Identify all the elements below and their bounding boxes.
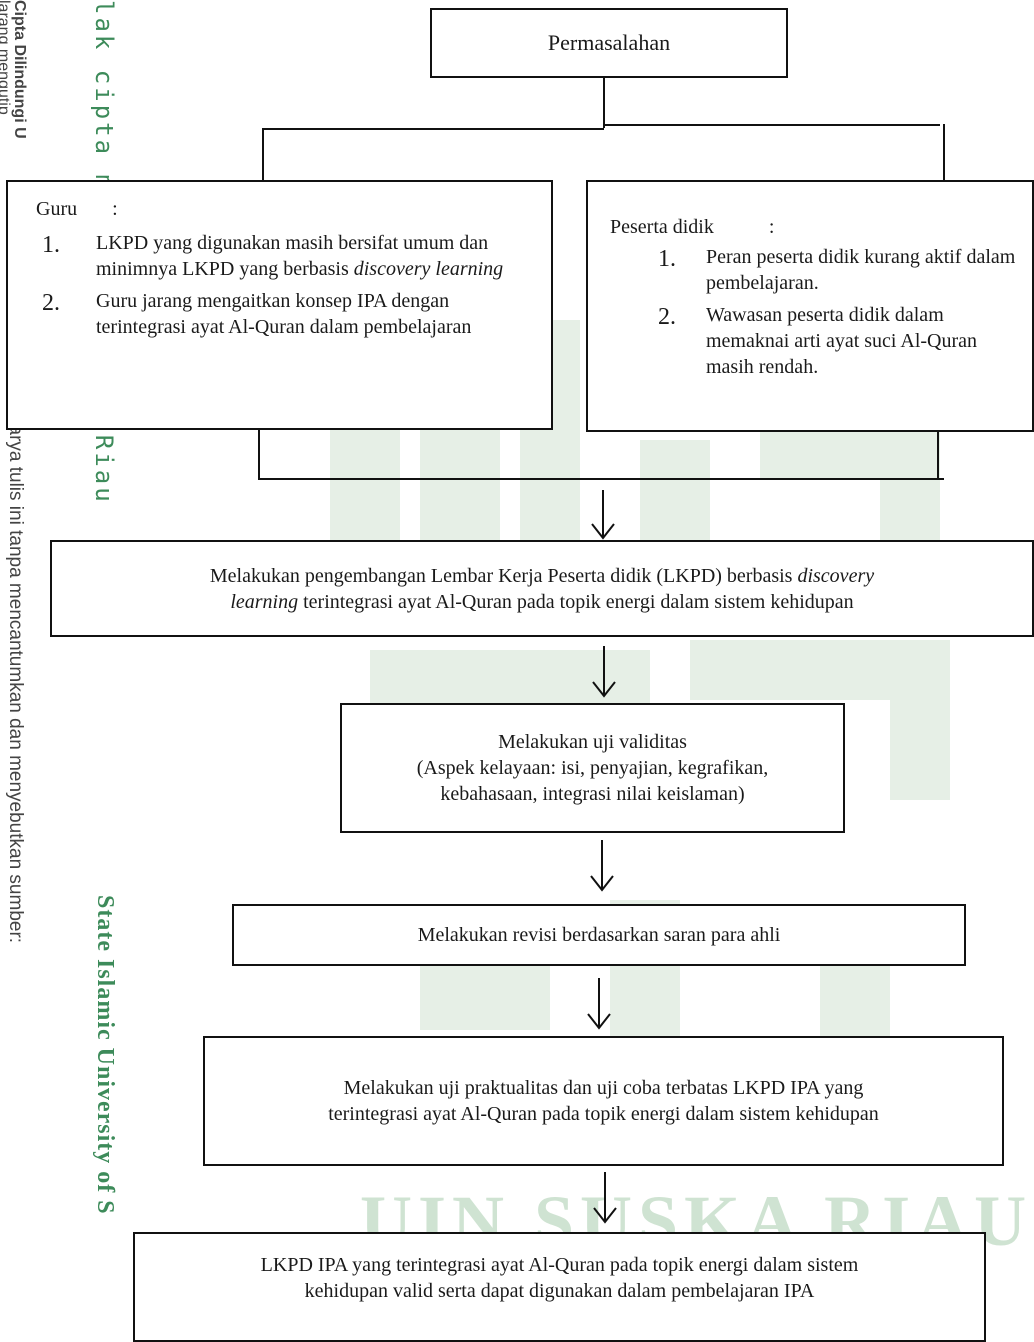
arrow-down-icon xyxy=(590,840,614,892)
peserta-heading: Peserta didik : xyxy=(610,214,1028,240)
step-practicality-box: Melakukan uji praktualitas dan uji coba … xyxy=(203,1036,1004,1166)
arrow-down-icon xyxy=(593,1172,617,1224)
guru-item-text: Guru jarang mengaitkan konsep IPA dengan… xyxy=(96,290,472,338)
side-hak-cipta: lak cipta m xyxy=(90,0,118,192)
side-forbidden-text: larang mengutip xyxy=(0,0,12,115)
arrow-down-icon xyxy=(587,978,611,1030)
guru-item-number: 2. xyxy=(42,290,60,316)
guru-item-1: 1. LKPD yang digunakan masih bersifat um… xyxy=(36,230,535,282)
guru-item-number: 1. xyxy=(42,232,60,258)
step-development-box: Melakukan pengembangan Lembar Kerja Pese… xyxy=(50,540,1034,637)
problem-label: Permasalahan xyxy=(547,29,671,55)
side-state-islamic: State Islamic University of S xyxy=(92,895,118,1215)
practicality-line-1: Melakukan uji praktualitas dan uji coba … xyxy=(343,1077,864,1099)
validity-title: Melakukan uji validitas xyxy=(498,731,687,753)
guru-item-2: 2. Guru jarang mengaitkan konsep IPA den… xyxy=(36,288,535,340)
peserta-title: Peserta didik xyxy=(610,216,714,238)
arrow-down-icon xyxy=(592,646,616,698)
peserta-item-2: 2. Wawasan peserta didik dalam memaknai … xyxy=(610,302,1028,380)
step-validity-box: Melakukan uji validitas (Aspek kelayaan:… xyxy=(340,703,845,833)
guru-title: Guru xyxy=(36,198,78,220)
peserta-box: Peserta didik : 1. Peran peserta didik k… xyxy=(586,180,1034,432)
peserta-item-number: 2. xyxy=(658,304,676,330)
peserta-item-number: 1. xyxy=(658,246,676,272)
side-citation-note: karya tulis ini tanpa mencantumkan dan m… xyxy=(5,415,26,944)
peserta-item-text: Peran peserta didik kurang aktif dalam p… xyxy=(706,246,1016,294)
revision-text: Melakukan revisi berdasarkan saran para … xyxy=(417,924,781,946)
guru-item-text: LKPD yang digunakan masih bersifat umum … xyxy=(96,232,504,280)
guru-heading: Guru : xyxy=(36,196,535,222)
step-revision-box: Melakukan revisi berdasarkan saran para … xyxy=(232,904,966,966)
practicality-line-2: terintegrasi ayat Al-Quran pada topik en… xyxy=(328,1103,879,1125)
arrow-down-icon xyxy=(591,490,615,540)
side-copyright-title: Cipta Dilindungi U xyxy=(11,0,28,139)
peserta-item-text: Wawasan peserta didik dalam memaknai art… xyxy=(706,304,978,378)
peserta-colon: : xyxy=(768,216,775,238)
step-result-box: LKPD IPA yang terintegrasi ayat Al-Quran… xyxy=(133,1232,986,1342)
guru-colon: : xyxy=(112,198,118,220)
problem-box: Permasalahan xyxy=(430,8,788,78)
result-line-1: LKPD IPA yang terintegrasi ayat Al-Quran… xyxy=(260,1254,859,1276)
validity-aspects-1: (Aspek kelayaan: isi, penyajian, kegrafi… xyxy=(416,757,769,779)
result-line-2: kehidupan valid serta dapat digunakan da… xyxy=(304,1280,815,1302)
validity-aspects-2: kebahasaan, integrasi nilai keislaman) xyxy=(440,783,745,805)
guru-box: Guru : 1. LKPD yang digunakan masih bers… xyxy=(6,180,553,430)
peserta-item-1: 1. Peran peserta didik kurang aktif dala… xyxy=(610,244,1028,296)
